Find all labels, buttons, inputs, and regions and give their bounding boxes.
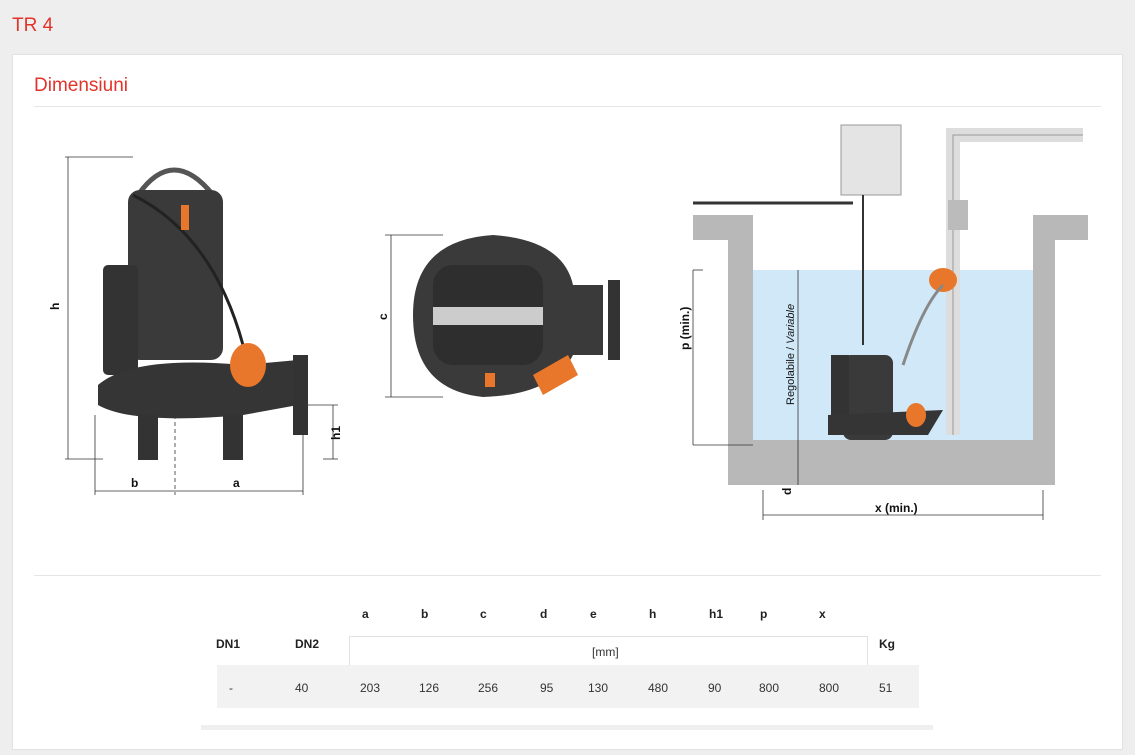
cell-dn2: 40 (295, 681, 309, 695)
cell-dn1: - (229, 681, 233, 695)
cell-h: 480 (648, 681, 669, 695)
cell-p: 800 (759, 681, 780, 695)
cell-b: 126 (419, 681, 440, 695)
label-h: h (48, 303, 62, 310)
cell-e: 130 (588, 681, 609, 695)
divider (34, 575, 1101, 576)
divider (34, 106, 1101, 107)
header-dn2: DN2 (295, 637, 320, 651)
header-x: x (819, 607, 826, 621)
cell-kg: 51 (879, 681, 893, 695)
dimensions-card: Dimensiuni h h1 b a c p (min.) Regolabil… (12, 54, 1123, 750)
header-b: b (421, 607, 429, 621)
page-title: TR 4 (12, 15, 54, 36)
label-b: b (131, 476, 138, 490)
header-a: a (362, 607, 369, 621)
section-title: Dimensiuni (34, 75, 128, 96)
label-a: a (233, 476, 240, 490)
header-kg: Kg (879, 637, 895, 651)
cell-x: 800 (819, 681, 840, 695)
installation-diagram: p (min.) Regolabile / Variable d x (min.… (678, 124, 1088, 520)
pump-side-view-diagram: h h1 b a (48, 156, 343, 495)
horizontal-scrollbar[interactable] (201, 725, 933, 730)
label-d: d (780, 488, 794, 495)
table-row (217, 665, 919, 708)
unit-header-box (349, 636, 868, 666)
header-dn1: DN1 (216, 637, 241, 651)
header-p: p (760, 607, 768, 621)
pump-top-view-diagram: c (376, 234, 620, 398)
header-d: d (540, 607, 548, 621)
cell-h1: 90 (708, 681, 722, 695)
label-variable: Variable (785, 304, 797, 344)
cell-a: 203 (360, 681, 381, 695)
svg-text:Regolabile / Variable: Regolabile / Variable (785, 304, 797, 405)
header-e: e (590, 607, 597, 621)
header-h1: h1 (709, 607, 724, 621)
label-p: p (min.) (678, 307, 692, 350)
cell-d: 95 (540, 681, 554, 695)
header-c: c (480, 607, 487, 621)
label-h1: h1 (329, 426, 343, 440)
label-regolabile: Regolabile / (785, 344, 797, 405)
header-unit: [mm] (592, 645, 619, 659)
label-x: x (min.) (875, 501, 918, 515)
header-h: h (649, 607, 657, 621)
cell-c: 256 (478, 681, 499, 695)
label-c: c (376, 313, 390, 320)
